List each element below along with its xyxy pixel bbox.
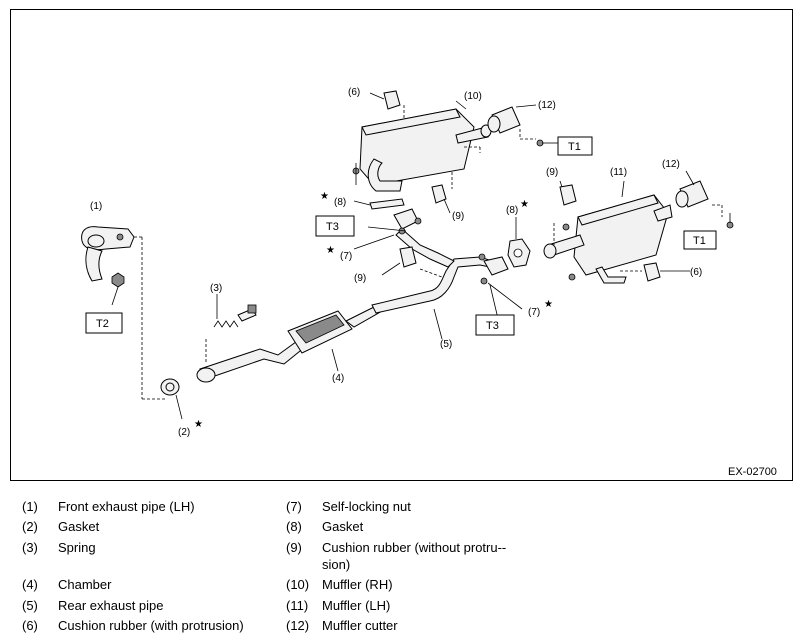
muffler-cutter-upper <box>487 104 558 147</box>
callout-9a: (9) <box>452 211 464 222</box>
legend-number: (9) <box>286 540 302 555</box>
legend-number: (12) <box>286 618 310 633</box>
torque-box-t1-lower: T1 <box>683 230 717 250</box>
cushion-rubber-with-protrusion <box>369 90 690 282</box>
callout-7b: (7) <box>528 307 540 318</box>
legend-text: Muffler (LH) <box>322 598 391 613</box>
front-exhaust-pipe <box>81 226 166 400</box>
legend-text: Self-locking nut <box>322 499 411 514</box>
rear-flange <box>353 217 523 310</box>
callout-11: (11) <box>610 167 627 178</box>
torque-box-t3-upper: T3 <box>315 215 355 237</box>
callout-6a: (6) <box>348 87 360 98</box>
legend-number: (2) <box>22 519 38 534</box>
cushion-rubber-without-protrusion <box>381 167 577 276</box>
image-code: EX-02700 <box>728 466 777 478</box>
legend-item: (8) Gasket <box>286 518 546 535</box>
torque-box-t1-upper: T1 <box>557 136 593 156</box>
gasket-upper <box>353 198 405 210</box>
callout-4: (4) <box>332 373 344 384</box>
parts-legend: (1) Front exhaust pipe (LH) (2) Gasket (… <box>0 495 804 642</box>
star-7a: ★ <box>326 245 335 256</box>
muffler-rh <box>352 100 492 192</box>
svg-text:T2: T2 <box>96 318 109 330</box>
legend-item: (2) Gasket <box>22 518 282 535</box>
legend-text: Muffler (RH) <box>322 577 393 592</box>
callout-12a: (12) <box>538 100 556 111</box>
svg-text:T3: T3 <box>486 320 499 332</box>
callout-2: (2) <box>178 427 190 438</box>
legend-number: (5) <box>22 598 38 613</box>
legend-number: (10) <box>286 577 310 592</box>
star-7b: ★ <box>544 299 553 310</box>
legend-number: (8) <box>286 519 302 534</box>
legend-text: Cushion rubber (without protru-­sion) <box>322 540 507 572</box>
torque-box-t3-lower: T3 <box>475 314 515 336</box>
legend-number: (11) <box>286 598 309 613</box>
svg-text:T1: T1 <box>568 141 581 153</box>
muffler-cutter-lower <box>675 170 734 229</box>
legend-item: (4) Chamber <box>22 576 282 593</box>
svg-text:T1: T1 <box>693 235 706 247</box>
chamber <box>196 304 383 383</box>
legend-text: Cushion rubber (with protrusion) <box>58 618 244 633</box>
rear-exhaust-pipe <box>371 208 493 340</box>
callout-1: (1) <box>90 201 102 212</box>
legend-text: Chamber <box>58 577 112 592</box>
callout-7a: (7) <box>340 251 352 262</box>
spring <box>205 294 257 364</box>
callout-3: (3) <box>210 283 222 294</box>
legend-item: (5) Rear exhaust pipe <box>22 597 282 614</box>
legend-number: (6) <box>22 618 38 633</box>
star-8a: ★ <box>320 191 329 202</box>
legend-item: (7) Self-locking nut <box>286 498 546 515</box>
legend-item: (9) Cushion rubber (without protru-­sion… <box>286 539 546 575</box>
legend-item: (10) Muffler (RH) <box>286 576 546 593</box>
star-8b: ★ <box>520 199 529 210</box>
gasket-right <box>507 217 531 268</box>
callout-10: (10) <box>464 91 482 102</box>
muffler-lh <box>543 180 673 284</box>
gasket-front <box>160 378 183 420</box>
callout-9b: (9) <box>354 273 366 284</box>
exhaust-system-diagram: (1) (2) (3) (4) (5) (6) (6) (7) (7) (8) … <box>81 87 777 478</box>
diagram-frame <box>10 9 793 481</box>
svg-text:T3: T3 <box>326 221 339 233</box>
legend-item: (12) Muffler cutter <box>286 617 546 634</box>
legend-number: (3) <box>22 540 38 555</box>
callout-5: (5) <box>440 339 452 350</box>
legend-text: Muffler cutter <box>322 618 398 633</box>
legend-number: (1) <box>22 499 38 514</box>
star-2: ★ <box>194 419 203 430</box>
callout-8b: (8) <box>506 205 518 216</box>
legend-number: (4) <box>22 577 38 592</box>
legend-item: (3) Spring <box>22 539 282 556</box>
callout-9c: (9) <box>546 167 558 178</box>
legend-text: Gasket <box>322 519 364 534</box>
legend-text: Gasket <box>58 519 100 534</box>
legend-item: (6) Cushion rubber (with protrusion) <box>22 617 282 634</box>
legend-number: (7) <box>286 499 302 514</box>
legend-text: Front exhaust pipe (LH) <box>58 499 195 514</box>
legend-item: (1) Front exhaust pipe (LH) <box>22 498 282 515</box>
callout-8a: (8) <box>334 197 346 208</box>
torque-box-t2: T2 <box>85 312 123 334</box>
legend-item: (11) Muffler (LH) <box>286 597 546 614</box>
legend-text: Rear exhaust pipe <box>58 598 164 613</box>
callout-6b: (6) <box>690 267 702 278</box>
callout-12b: (12) <box>662 159 680 170</box>
legend-text: Spring <box>58 540 96 555</box>
